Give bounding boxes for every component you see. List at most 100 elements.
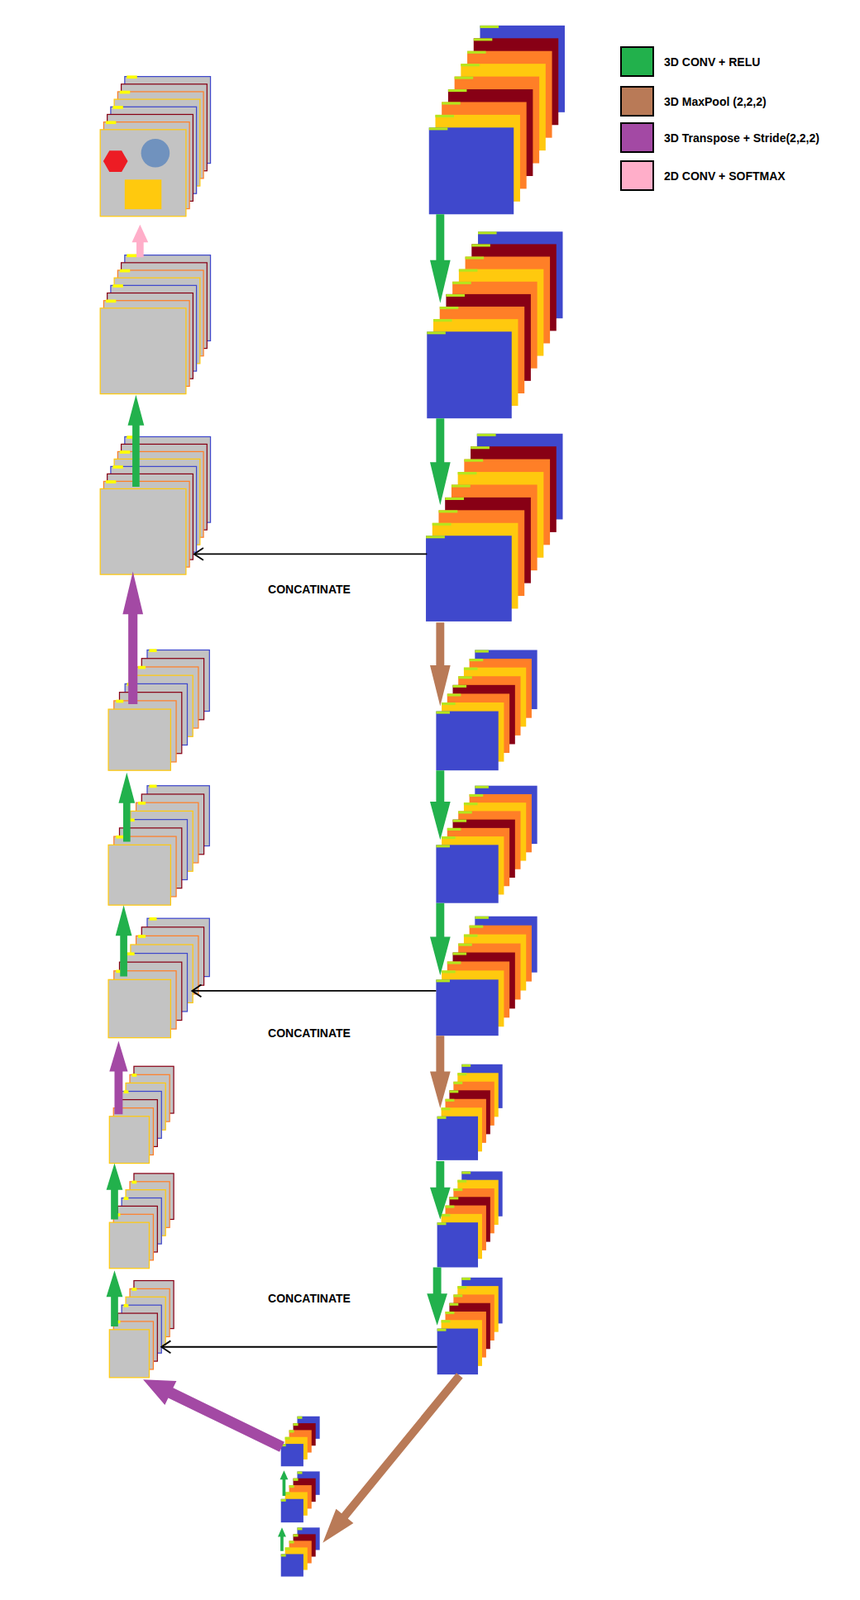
feature-map-mark — [449, 1304, 459, 1307]
legend-row: 3D MaxPool (2,2,2) — [620, 86, 767, 117]
segment-square — [124, 179, 162, 210]
feature-map-mark — [429, 127, 449, 130]
flow-arrow — [106, 1164, 124, 1221]
decoder-map-mark — [138, 666, 146, 670]
decoder-map-mark — [124, 1304, 129, 1309]
feature-map-mark — [281, 1554, 287, 1558]
feature-map-mark — [457, 1073, 467, 1076]
decoder-map-layer — [100, 488, 187, 575]
flow-arrow — [128, 395, 145, 488]
feature-map-mark — [469, 926, 484, 929]
decoder-map-mark — [131, 1288, 137, 1292]
feature-map-mark — [296, 1471, 302, 1475]
flow-arrow — [430, 214, 451, 303]
feature-map-mark — [296, 1528, 302, 1531]
feature-map-mark — [281, 1500, 287, 1503]
feature-map-mark — [447, 828, 462, 832]
feature-map-mark — [458, 944, 473, 947]
feature-map-layer — [281, 1444, 304, 1467]
feature-map-mark — [445, 1206, 455, 1209]
feature-map-layer — [437, 1329, 478, 1376]
feature-map-mark — [441, 101, 461, 105]
feature-map-mark — [453, 1189, 463, 1192]
feature-map-mark — [447, 693, 462, 697]
decoder-map-mark — [138, 935, 146, 939]
feature-map-mark — [285, 1438, 291, 1441]
decoder-map-mark — [112, 105, 123, 110]
legend-swatch — [620, 46, 655, 77]
legend-text: 2D CONV + SOFTMAX — [664, 169, 786, 183]
decoder-map-mark — [105, 120, 116, 125]
decoder-map-layer — [109, 1330, 149, 1379]
feature-map-mark — [477, 434, 497, 437]
flow-arrow — [106, 1270, 124, 1328]
feature-map-mark — [437, 1117, 447, 1120]
feature-map-mark — [441, 1214, 451, 1218]
legend-text: 3D MaxPool (2,2,2) — [664, 95, 767, 109]
flow-arrow — [430, 1036, 451, 1109]
segment-circle — [141, 138, 171, 168]
segment-hexagon — [103, 150, 129, 172]
feature-map-mark — [438, 510, 458, 513]
flow-arrow — [277, 1528, 287, 1552]
skip-connection — [191, 990, 436, 993]
feature-map-mark — [425, 535, 445, 539]
flow-arrow — [322, 1373, 463, 1544]
decoder-map-mark — [124, 1090, 129, 1095]
decoder-map-mark — [119, 450, 130, 454]
feature-map-mark — [448, 89, 468, 92]
feature-map-mark — [458, 269, 478, 273]
legend-text: 3D CONV + RELU — [664, 55, 760, 69]
feature-map-mark — [441, 1320, 451, 1324]
feature-map-mark — [458, 676, 473, 679]
feature-map-mark — [471, 243, 491, 247]
decoder-map-layer — [108, 709, 171, 771]
feature-map-mark — [441, 702, 456, 706]
decoder-map-layer — [109, 1223, 149, 1270]
skip-connection — [161, 1347, 437, 1349]
feature-map-mark — [469, 659, 484, 662]
flow-arrow — [430, 1161, 451, 1220]
decoder-map-layer — [100, 308, 187, 395]
legend-swatch — [620, 86, 655, 117]
feature-map-mark — [457, 1180, 467, 1184]
feature-map-mark — [473, 38, 493, 41]
feature-map-mark — [460, 63, 480, 67]
feature-map-mark — [463, 802, 478, 806]
feature-map-layer — [425, 535, 512, 622]
feature-map-mark — [285, 1548, 291, 1551]
feature-map-mark — [435, 845, 450, 848]
legend-text: 3D Transpose + Stride(2,2,2) — [664, 131, 820, 145]
feature-map-mark — [458, 472, 478, 475]
feature-map-mark — [453, 1082, 463, 1085]
flow-arrow — [430, 418, 451, 506]
feature-map-mark — [474, 786, 489, 789]
decoder-map-mark — [131, 1074, 137, 1078]
feature-map-layer — [429, 127, 514, 215]
feature-map-mark — [474, 650, 489, 654]
feature-map-mark — [445, 1099, 455, 1103]
skip-label: CONCATINATE — [267, 1292, 351, 1306]
flow-arrow — [430, 903, 451, 977]
feature-map-mark — [441, 836, 456, 840]
feature-map-layer — [426, 331, 512, 419]
feature-map-mark — [453, 685, 468, 688]
feature-map-mark — [285, 1492, 291, 1496]
decoder-map-mark — [119, 90, 130, 95]
feature-map-mark — [289, 1541, 295, 1544]
feature-map-mark — [461, 1278, 471, 1281]
decoder-map-mark — [124, 1197, 129, 1201]
feature-map-mark — [453, 1294, 463, 1298]
feature-map-layer — [437, 1223, 478, 1268]
skip-label: CONCATINATE — [267, 1027, 351, 1041]
feature-map-layer — [281, 1554, 304, 1577]
decoder-map-mark — [127, 952, 135, 956]
feature-map-layer — [435, 845, 498, 903]
feature-map-mark — [433, 319, 453, 322]
decoder-map-mark — [126, 75, 137, 79]
decoder-map-layer — [109, 1117, 149, 1165]
decoder-map-mark — [148, 917, 157, 922]
feature-map-mark — [463, 935, 478, 938]
legend-swatch — [620, 122, 655, 153]
decoder-map-mark — [148, 649, 157, 653]
